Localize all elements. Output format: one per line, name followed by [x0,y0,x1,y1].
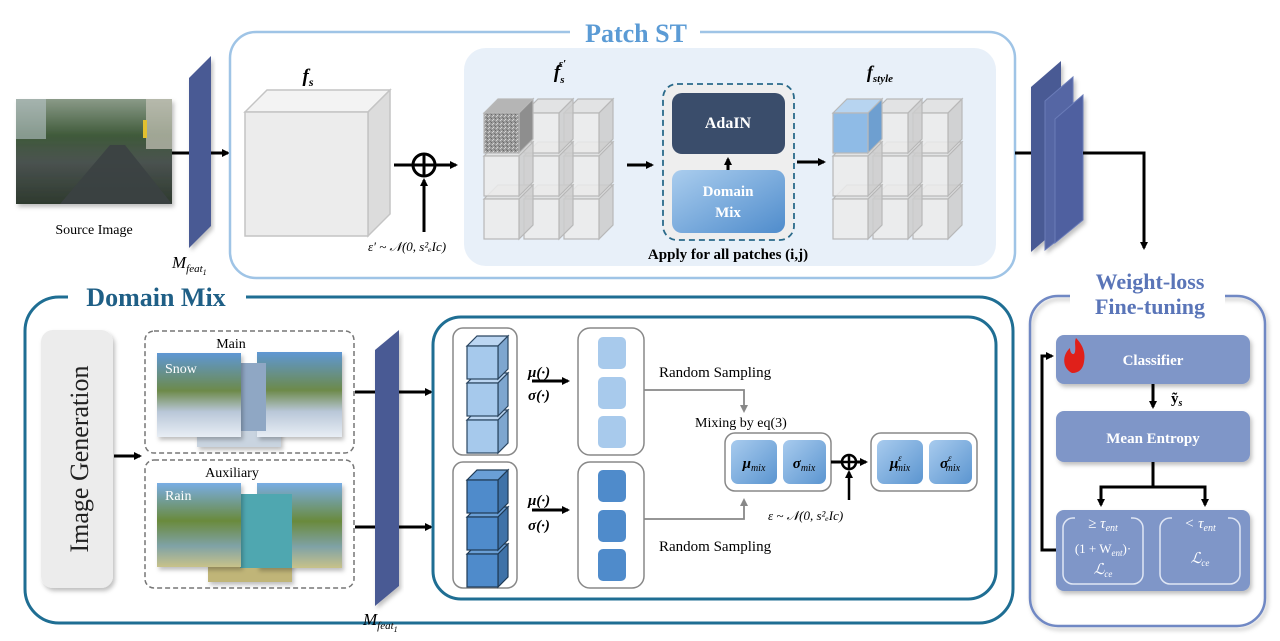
source-image [16,99,172,204]
low-entropy-condition: < τent [1184,516,1216,534]
arrow-decoder-to-weightloss [1083,151,1148,250]
feature-cube [465,408,510,455]
mu-mix-cell [731,440,777,484]
patch-cube [871,97,924,155]
main-stat-cell [598,416,626,448]
image-generation-block: Image Generation [41,330,113,588]
threshold-block: ≥ τent < τent (1 + Went)· ℒce ℒce [1056,510,1250,591]
rain-tag: Rain [165,489,191,504]
aux-stat-cell [598,510,626,542]
weight-loss-title-line1: Weight-loss [1096,269,1205,294]
aux-feature-stack [465,468,510,589]
sigma-mix-label: σmix [793,456,816,474]
auxiliary-images-label: Auxiliary [205,466,259,481]
sigma-label-bottom: σ(·) [528,518,550,534]
arrow-random-sampling-bottom [644,498,748,520]
mean-entropy-block: Mean Entropy [1056,411,1250,462]
mean-entropy-label: Mean Entropy [1106,431,1200,447]
arrow-entropy-to-high [1097,462,1155,507]
aux-stat-cell [598,470,626,502]
add-noise-icon [411,152,437,178]
mix-noise-label: ε ~ 𝒩(0, s²ₑIc) [768,508,843,523]
arrow-loss-feedback-to-classifier [1040,352,1056,552]
weight-loss-panel: Weight-loss Fine-tuning [1028,269,1267,628]
random-sampling-top-label: Random Sampling [659,365,772,381]
fs-eps-label: fsε′ [554,58,566,86]
image-generation-label: Image Generation [65,366,94,553]
high-entropy-condition: ≥ τent [1088,516,1118,534]
source-image-caption: Source Image [55,223,132,238]
patch-st-title: Patch ST [585,19,687,48]
fs-label: fs [303,66,314,89]
encoder-label-top: Mfeat1 [171,253,207,277]
auxiliary-rain-images: Rain [157,483,342,582]
patch-st-panel: Patch ST [228,19,1017,280]
feature-cube-fs [243,88,392,238]
apply-all-patches-label: Apply for all patches (i,j) [648,247,808,263]
domain-mix-block: Domain Mix [672,170,785,233]
domain-mix-panel: Domain Mix [23,282,1015,625]
plain-loss-ce: ℒce [1191,551,1210,568]
main-snow-images: Snow [157,352,342,447]
weighted-loss-ce: ℒce [1094,562,1113,579]
weight-loss-title-line2: Fine-tuning [1095,294,1205,319]
mu-mix-eps-cell [877,440,923,484]
arrow-entropy-to-low [1153,485,1209,507]
mu-mix-label: μmix [742,456,766,474]
domain-mix-block-line1: Domain [703,184,754,200]
sigma-label-top: σ(·) [528,388,550,404]
main-images-label: Main [216,337,246,352]
mixing-eq-label: Mixing by eq(3) [695,416,787,431]
patch-grid-fs-eps [482,97,615,241]
mu-label-bottom: μ(·) [527,493,550,509]
add-noise-icon-bottom [840,453,858,471]
feature-cube [465,334,510,381]
main-feature-stack [465,334,510,455]
encoder-layer-bottom [375,330,399,606]
patch-cube [831,97,884,155]
decoder-layers [1031,61,1084,252]
y-tilde-label: ỹs [1171,391,1183,409]
main-stat-cell [598,337,626,369]
snow-tag: Snow [165,362,198,377]
sigma-mix-cell [783,440,826,484]
weighted-loss-formula: (1 + Went)· [1075,541,1131,558]
adain-label: AdaIN [705,115,752,132]
mu-label-top: μ(·) [527,365,550,381]
main-stat-cell [598,377,626,409]
classifier-label: Classifier [1123,353,1184,369]
encoder-layer-top [189,56,211,248]
statistics-panel [431,315,998,601]
aux-stat-cell [598,549,626,581]
encoder-label-bottom: Mfeat1 [362,610,398,634]
patch-cube [522,97,575,155]
domain-mix-block-line2: Mix [715,205,741,221]
domain-mix-title: Domain Mix [86,283,225,312]
classifier-block: Classifier [1056,335,1250,384]
flame-icon [1064,338,1085,373]
patch-noise-label: ε′ ~ 𝒩(0, s²ₑIc) [368,239,446,254]
patch-cube [482,97,535,155]
feature-cube [465,468,510,515]
arrow-random-sampling-top [644,389,748,413]
main-images-box [144,330,355,454]
adain-block: AdaIN [672,93,785,154]
sigma-mix-eps-cell [929,440,972,484]
patch-grid-fstyle [831,97,964,241]
auxiliary-images-box [144,459,355,589]
random-sampling-bottom-label: Random Sampling [659,539,772,555]
feature-cube [465,505,510,552]
fstyle-label: fstyle [867,62,893,85]
